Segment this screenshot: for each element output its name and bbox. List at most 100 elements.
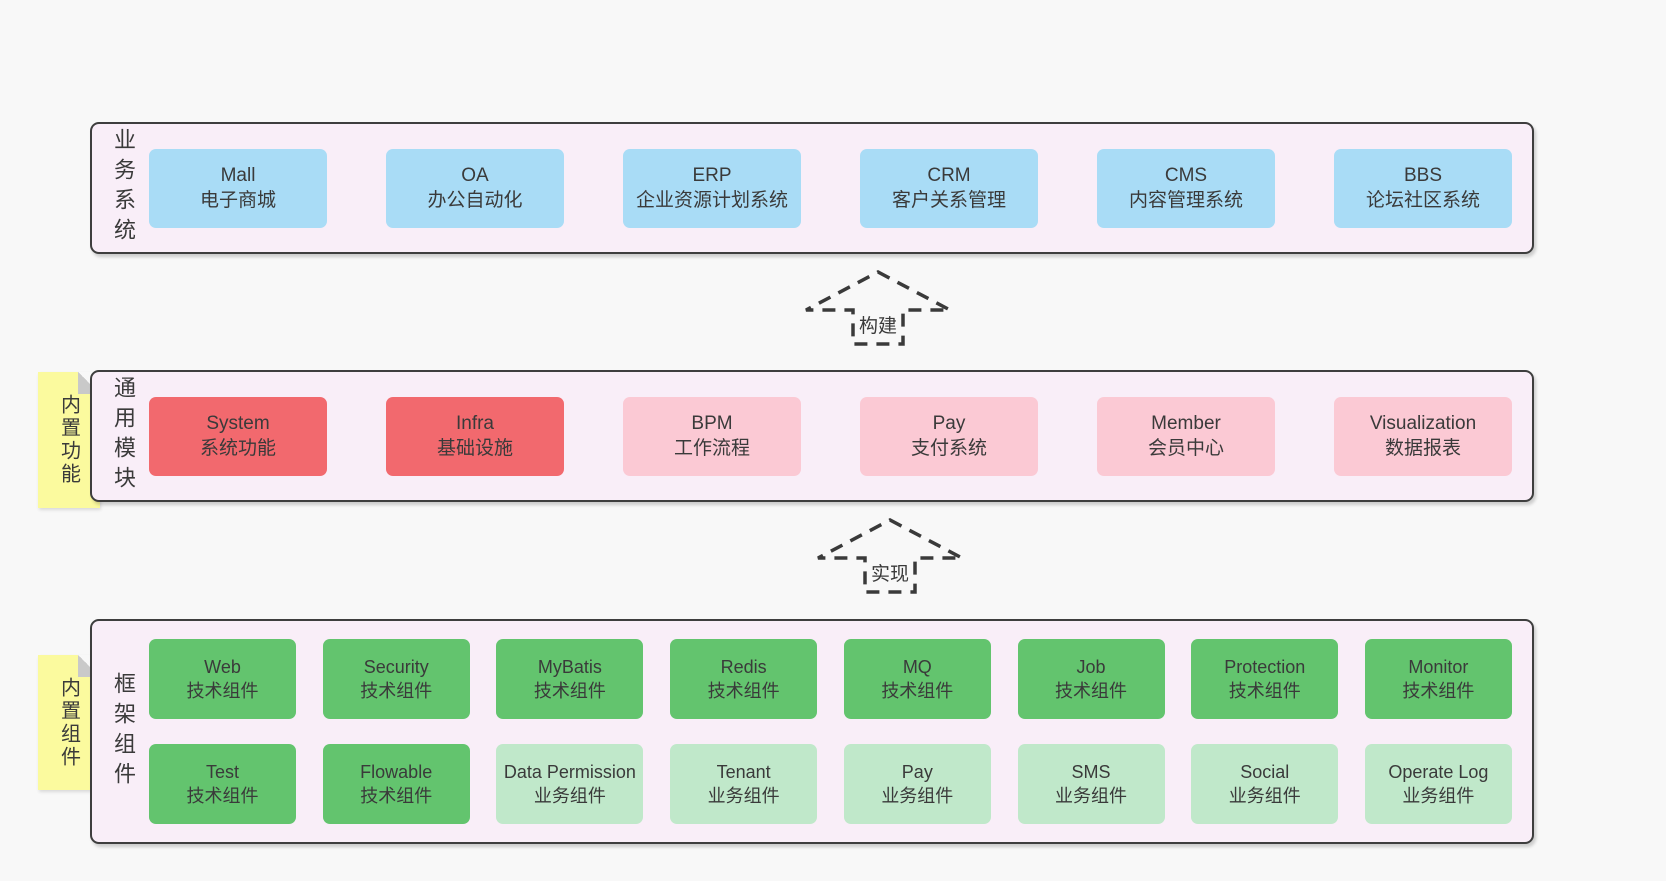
- box-title: Visualization: [1369, 413, 1477, 434]
- sticky-note-builtin-features: 内置功能: [38, 372, 100, 508]
- box-title: Monitor: [1408, 657, 1469, 677]
- sticky-note-text: 内置功能: [57, 394, 80, 486]
- box-web: Web 技术组件: [149, 639, 296, 719]
- box-job: Job 技术组件: [1017, 639, 1165, 719]
- box-erp: ERP 企业资源计划系统: [623, 148, 801, 228]
- box-subtitle: 技术组件: [533, 681, 606, 701]
- box-security: Security 技术组件: [322, 639, 470, 719]
- box-subtitle: 论坛社区系统: [1365, 190, 1480, 211]
- box-social: Social 业务组件: [1191, 744, 1339, 824]
- box-title: Test: [205, 762, 239, 782]
- box-subtitle: 技术组件: [360, 681, 433, 701]
- box-title: Operate Log: [1388, 762, 1489, 782]
- sticky-note-text: 内置组件: [57, 676, 80, 769]
- box-title: Redis: [720, 657, 767, 677]
- box-crm: CRM 客户关系管理: [860, 148, 1038, 228]
- box-title: MyBatis: [537, 657, 602, 677]
- box-subtitle: 支付系统: [910, 438, 987, 459]
- box-subtitle: 技术组件: [881, 681, 954, 701]
- box-title: Infra: [455, 413, 495, 434]
- box-system: System 系统功能: [149, 396, 327, 476]
- box-infra: Infra 基础设施: [386, 396, 564, 476]
- box-subtitle: 技术组件: [707, 681, 780, 701]
- box-subtitle: 业务组件: [707, 786, 780, 806]
- box-visualization: Visualization 数据报表: [1334, 396, 1512, 476]
- box-member: Member 会员中心: [1097, 396, 1275, 476]
- box-subtitle: 会员中心: [1147, 438, 1224, 459]
- box-subtitle: 业务组件: [1055, 786, 1128, 806]
- arrow-label: 实现: [867, 559, 913, 586]
- arrow-up-icon: [805, 270, 951, 346]
- box-pay: Pay 支付系统: [860, 396, 1038, 476]
- box-title: CRM: [927, 165, 971, 186]
- box-title: Member: [1151, 413, 1221, 434]
- box-title: Data Permission: [503, 762, 636, 782]
- box-subtitle: 业务组件: [1228, 786, 1301, 806]
- box-redis: Redis 技术组件: [670, 639, 818, 719]
- band-box-row: System 系统功能 Infra 基础设施 BPM 工作流程 Pay 支付系统…: [149, 372, 1512, 500]
- box-bpm: BPM 工作流程: [623, 396, 801, 476]
- box-subtitle: 技术组件: [1402, 681, 1475, 701]
- box-title: ERP: [692, 165, 732, 186]
- box-subtitle: 业务组件: [533, 786, 606, 806]
- box-oa: OA 办公自动化: [386, 148, 564, 228]
- box-title: Security: [363, 657, 429, 677]
- box-title: Tenant: [716, 762, 771, 782]
- box-subtitle: 技术组件: [186, 681, 259, 701]
- box-title: Social: [1240, 762, 1290, 782]
- box-title: Mall: [220, 165, 256, 186]
- box-subtitle: 电子商城: [199, 190, 276, 211]
- box-mq: MQ 技术组件: [843, 639, 991, 719]
- box-title: Pay: [901, 762, 933, 782]
- box-protection: Protection 技术组件: [1191, 639, 1339, 719]
- box-subtitle: 技术组件: [360, 786, 433, 806]
- grid-row-tech: Web 技术组件 Security 技术组件 MyBatis 技术组件 Redi…: [149, 639, 1512, 719]
- grid-row-business: Test 技术组件 Flowable 技术组件 Data Permission …: [149, 744, 1512, 824]
- band-box-row: Mall 电子商城 OA 办公自动化 ERP 企业资源计划系统 CRM 客户关系…: [149, 124, 1512, 252]
- band-common-modules: 通用模块 System 系统功能 Infra 基础设施 BPM 工作流程 Pay…: [90, 370, 1534, 502]
- box-monitor: Monitor 技术组件: [1364, 639, 1512, 719]
- box-test: Test 技术组件: [149, 744, 296, 824]
- band-label: 框架组件: [111, 671, 136, 792]
- band-label: 通用模块: [111, 376, 136, 496]
- box-title: Web: [204, 657, 241, 677]
- box-title: BBS: [1403, 165, 1443, 186]
- arrow-up-icon: [817, 518, 963, 594]
- band-box-grid: Web 技术组件 Security 技术组件 MyBatis 技术组件 Redi…: [149, 621, 1512, 842]
- arrow-label: 构建: [855, 311, 901, 338]
- box-subtitle: 办公自动化: [427, 190, 523, 211]
- box-cms: CMS 内容管理系统: [1097, 148, 1275, 228]
- box-operate-log: Operate Log 业务组件: [1364, 744, 1512, 824]
- band-framework-components: 框架组件 Web 技术组件 Security 技术组件 MyBatis 技术组件…: [90, 619, 1534, 844]
- box-subtitle: 企业资源计划系统: [635, 190, 788, 211]
- arrow-build: 构建: [803, 269, 953, 347]
- box-bbs: BBS 论坛社区系统: [1334, 148, 1512, 228]
- box-title: Job: [1076, 657, 1106, 677]
- box-title: Pay: [932, 413, 966, 434]
- band-business-systems: 业务系统 Mall 电子商城 OA 办公自动化 ERP 企业资源计划系统 CRM…: [90, 122, 1534, 254]
- box-pay-business: Pay 业务组件: [843, 744, 991, 824]
- box-title: Protection: [1224, 657, 1306, 677]
- box-sms: SMS 业务组件: [1017, 744, 1165, 824]
- box-title: Flowable: [360, 762, 433, 782]
- box-subtitle: 技术组件: [1055, 681, 1128, 701]
- box-data-permission: Data Permission 业务组件: [496, 744, 644, 824]
- box-subtitle: 数据报表: [1384, 438, 1461, 459]
- box-title: MQ: [902, 657, 932, 677]
- box-title: System: [206, 413, 270, 434]
- box-subtitle: 内容管理系统: [1128, 190, 1243, 211]
- arrow-implement: 实现: [815, 517, 965, 595]
- band-label: 业务系统: [111, 128, 136, 248]
- box-subtitle: 基础设施: [436, 438, 513, 459]
- box-subtitle: 业务组件: [1402, 786, 1475, 806]
- box-subtitle: 技术组件: [1228, 681, 1301, 701]
- box-title: CMS: [1164, 165, 1208, 186]
- box-subtitle: 系统功能: [199, 438, 276, 459]
- box-flowable: Flowable 技术组件: [322, 744, 470, 824]
- box-tenant: Tenant 业务组件: [670, 744, 818, 824]
- box-title: OA: [461, 165, 489, 186]
- box-title: SMS: [1071, 762, 1111, 782]
- box-title: BPM: [691, 413, 733, 434]
- box-subtitle: 客户关系管理: [891, 190, 1006, 211]
